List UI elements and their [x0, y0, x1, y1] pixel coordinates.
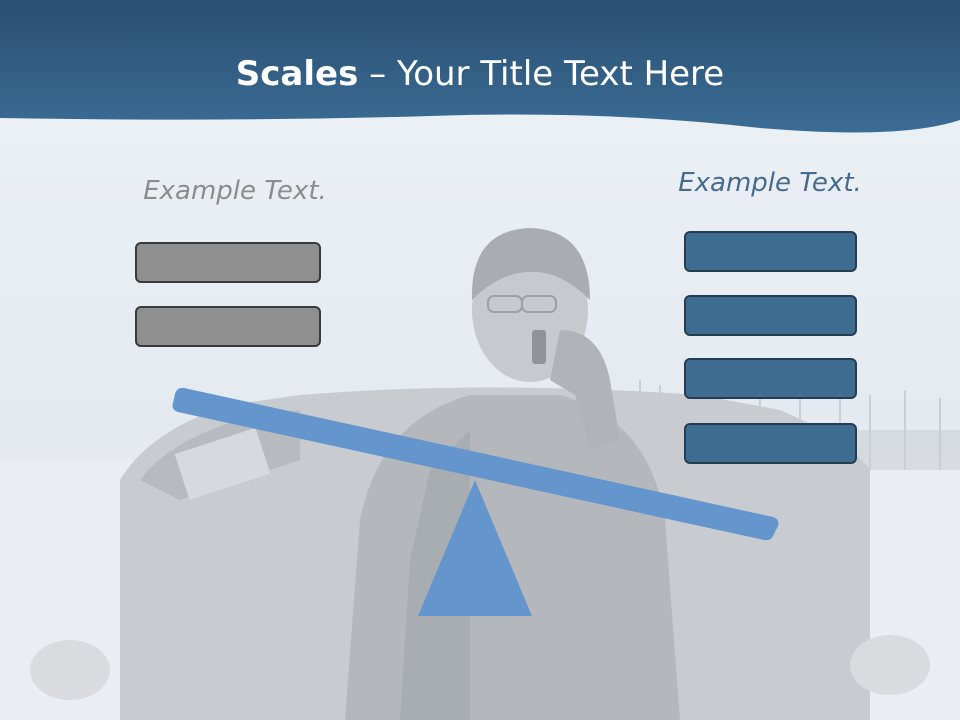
scale-fulcrum	[418, 480, 532, 616]
left-box-1	[135, 242, 321, 283]
title-rest: – Your Title Text Here	[358, 54, 725, 94]
right-box-4	[684, 423, 857, 464]
left-box-2	[135, 306, 321, 347]
scale-beam	[172, 387, 779, 541]
right-pan-label: Example Text.	[678, 168, 862, 198]
right-box-3	[684, 358, 857, 399]
slide-title: Scales – Your Title Text Here	[0, 52, 960, 96]
right-box-2	[684, 295, 857, 336]
header-band	[0, 0, 960, 133]
left-pan-label: Example Text.	[143, 176, 327, 206]
right-box-1	[684, 231, 857, 272]
title-bold: Scales	[235, 54, 359, 94]
